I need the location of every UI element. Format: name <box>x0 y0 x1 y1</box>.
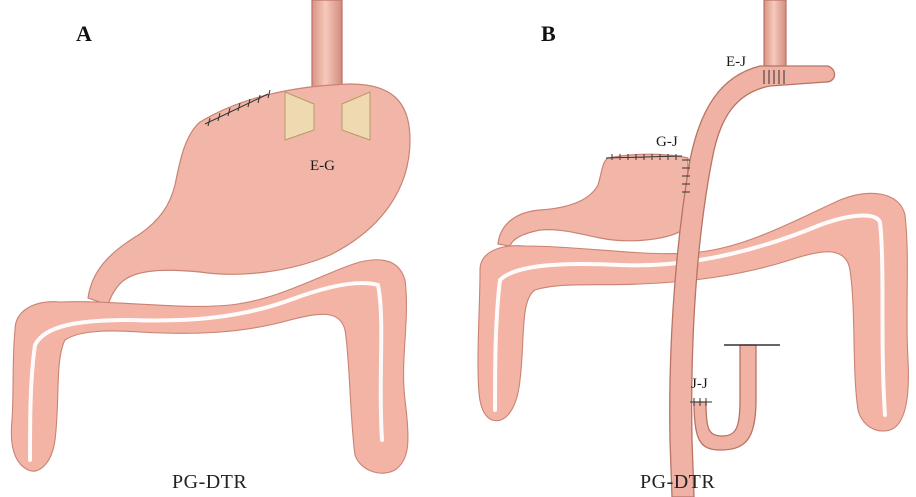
panel-a-caption: PG-DTR <box>172 471 247 493</box>
panel-a-letter: A <box>76 21 92 46</box>
panel-b-letter: B <box>541 21 556 46</box>
esophagus-b <box>764 0 786 72</box>
panel-b: B E-J G-J J-J PG-DTR <box>478 0 908 497</box>
label-e-g: E-G <box>310 158 335 174</box>
panel-b-caption: PG-DTR <box>640 471 715 493</box>
label-j-j: J-J <box>691 376 708 392</box>
colon-a <box>11 260 408 473</box>
panel-a: A E-G PG-DTR <box>11 0 410 493</box>
jejunal-loop <box>694 345 756 450</box>
label-e-j: E-J <box>726 54 746 70</box>
label-g-j: G-J <box>656 134 678 150</box>
remnant-stomach-b <box>498 154 688 246</box>
